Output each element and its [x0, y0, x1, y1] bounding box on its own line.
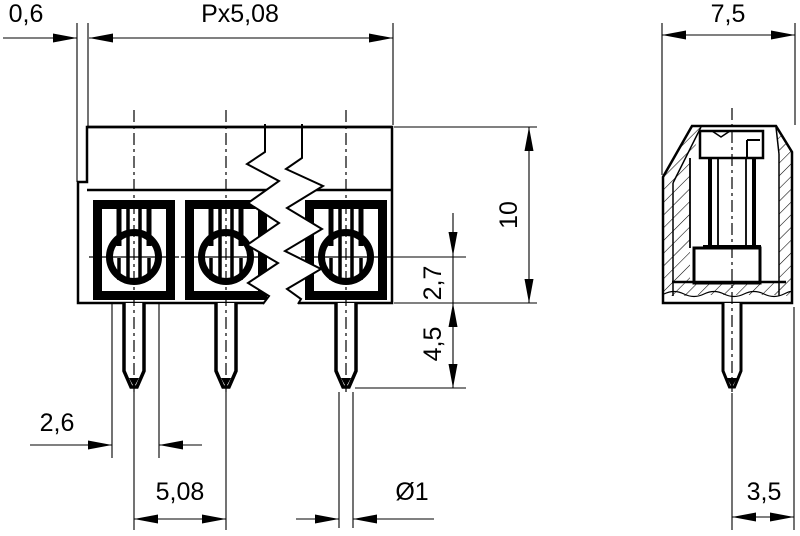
dim-screw-axis-height: 2,7 [391, 213, 466, 388]
dim-pin-diameter-label: Ø1 [395, 478, 428, 506]
dim-pin-length: 4,5 [355, 303, 466, 389]
dim-side-width-label: 7,5 [711, 0, 746, 28]
dim-body-height: 10 [394, 126, 537, 304]
dim-pitch-formula-label: Px5,08 [201, 0, 279, 28]
side-view [661, 108, 794, 392]
section-hatch-right-wall [775, 126, 792, 296]
dim-pin-to-edge-label: 3,5 [747, 478, 782, 506]
dim-side-width: 7,5 [661, 0, 796, 175]
dim-body-height-label: 10 [495, 201, 523, 229]
front-view [76, 110, 392, 392]
screw-head-notch [711, 130, 731, 138]
dim-pin-length-label: 4,5 [419, 327, 447, 362]
section-hatch-left-wall [663, 126, 703, 296]
side-pin-tip [727, 378, 737, 387]
dim-pitch-formula: Px5,08 [89, 0, 394, 125]
dim-bottom-slot-label: 2,6 [40, 409, 75, 437]
dim-pin-to-edge: 3,5 [731, 307, 795, 530]
wire-clamp-section [692, 246, 762, 285]
dimensions: 0,6 Px5,08 7,5 10 2, [3, 0, 796, 530]
dim-end-offset: 0,6 [3, 0, 113, 182]
dim-screw-axis-label: 2,7 [419, 266, 447, 301]
break-zigzag-right [282, 124, 326, 305]
side-housing-outline [661, 124, 794, 305]
dim-pin-pitch-label: 5,08 [156, 478, 205, 506]
dim-pin-diameter: Ø1 [296, 392, 434, 528]
dim-bottom-slot-width: 2,6 [30, 304, 202, 458]
dim-end-offset-label: 0,6 [9, 0, 44, 28]
break-lines [87, 124, 392, 306]
dim-pin-pitch: 5,08 [133, 392, 227, 530]
broken-section-wave [663, 290, 793, 298]
break-zigzag-left [245, 124, 281, 305]
break-mask [247, 131, 323, 306]
